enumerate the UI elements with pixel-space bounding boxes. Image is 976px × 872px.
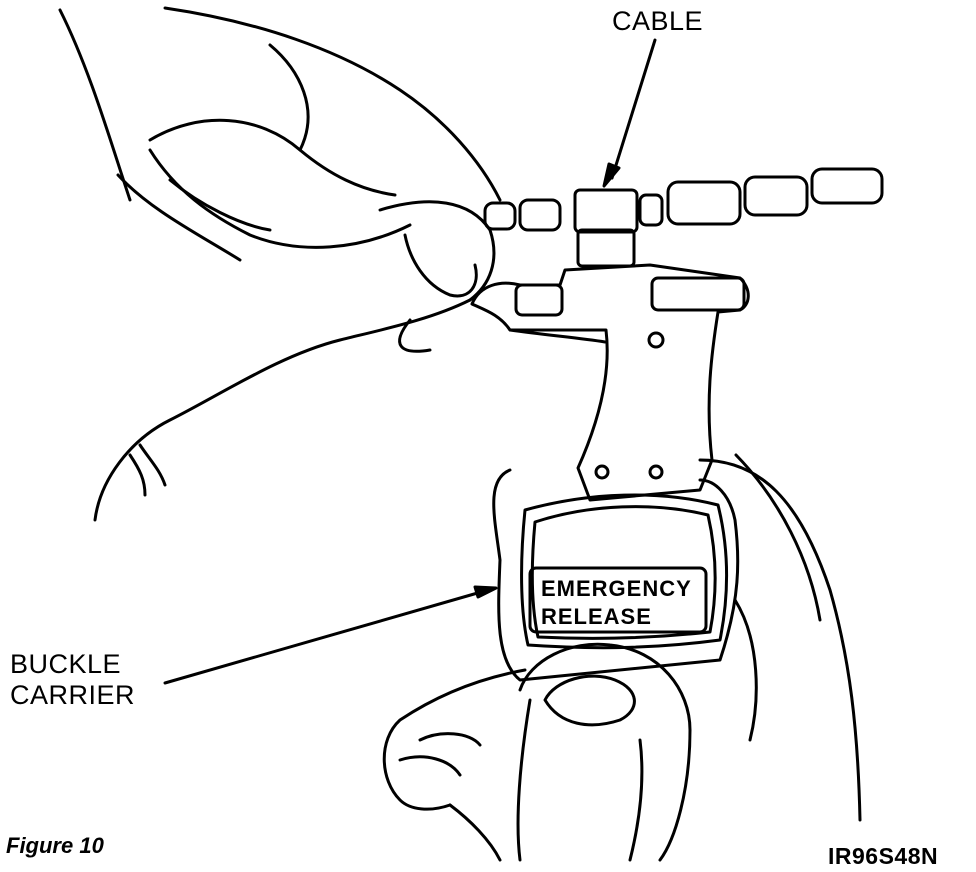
latch-plate	[470, 263, 750, 502]
cable	[483, 167, 884, 268]
buckle-carrier-label-line2: CARRIER	[10, 680, 136, 710]
buckle-body	[492, 468, 740, 682]
callout-arrows	[163, 38, 657, 685]
buckle-carrier-label-line1: BUCKLE	[10, 649, 122, 679]
figure-caption: Figure 10	[6, 833, 104, 858]
cable-label: CABLE	[612, 6, 704, 36]
lower-hand	[382, 453, 862, 862]
emergency-release-button	[528, 566, 708, 634]
upper-hand	[58, 6, 502, 522]
figure-code: IR96S48N	[828, 843, 939, 869]
buckle-carrier-label: BUCKLE CARRIER	[10, 649, 135, 711]
